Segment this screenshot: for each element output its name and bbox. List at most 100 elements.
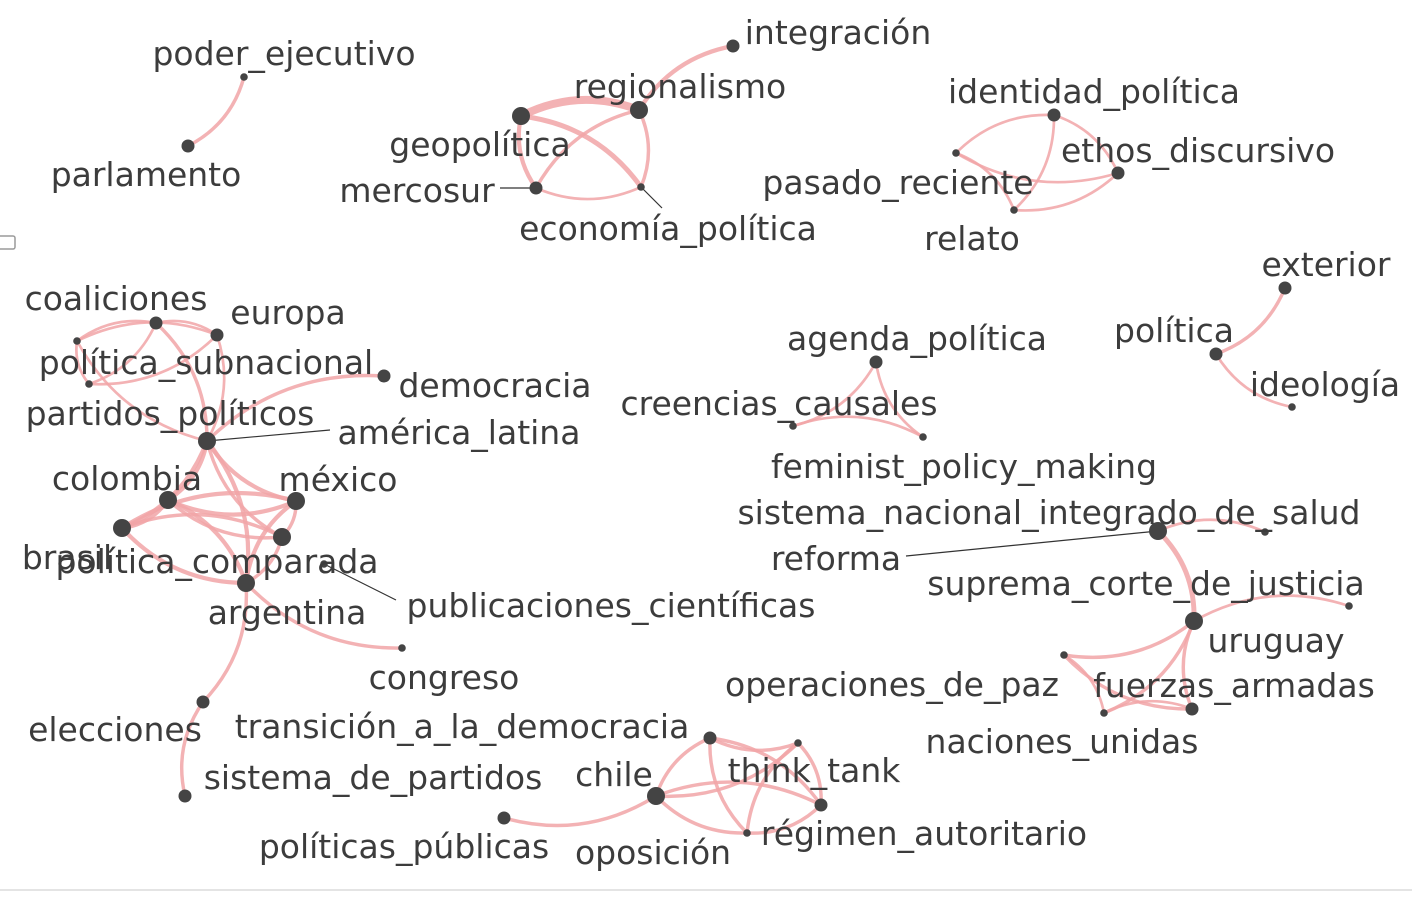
label-agenda_politica[interactable]: agenda_política	[787, 319, 1047, 358]
node-colombia[interactable]	[159, 491, 177, 509]
node-geopolitica[interactable]	[512, 107, 530, 125]
label-congreso[interactable]: congreso	[369, 658, 520, 697]
label-chile[interactable]: chile	[575, 755, 653, 794]
node-democracia[interactable]	[377, 369, 391, 383]
label-coaliciones[interactable]: coaliciones	[25, 279, 208, 318]
label-pasado_reciente[interactable]: pasado_reciente	[762, 163, 1033, 202]
node-agenda_politica[interactable]	[869, 355, 883, 369]
node-ideologia[interactable]	[1288, 403, 1296, 411]
label-reforma[interactable]: reforma	[771, 539, 901, 578]
node-mercosur[interactable]	[529, 181, 543, 195]
label-creencias_causales[interactable]: creencias_causales	[620, 384, 937, 423]
label-europa[interactable]: europa	[230, 293, 345, 332]
label-sistema_nacional_integrado_de_salud[interactable]: sistema_nacional_integrado_de_salud	[737, 493, 1360, 532]
node-europa[interactable]	[210, 328, 224, 342]
label-identidad_politica[interactable]: identidad_política	[948, 72, 1240, 111]
node-coaliciones[interactable]	[73, 337, 81, 345]
label-fuerzas_armadas[interactable]: fuerzas_armadas	[1093, 666, 1375, 705]
node-suprema_corte_de_justicia[interactable]	[1345, 602, 1353, 610]
label-integracion[interactable]: integración	[745, 13, 931, 52]
node-mexico[interactable]	[287, 492, 305, 510]
label-partidos_politicos[interactable]: partidos_políticos	[26, 394, 315, 433]
node-sistema_nacional_integrado_de_salud[interactable]	[1261, 528, 1269, 536]
label-politicas_publicas[interactable]: políticas_públicas	[259, 827, 549, 866]
node-economia_politica[interactable]	[637, 183, 645, 191]
label-democracia[interactable]: democracia	[398, 366, 591, 405]
label-argentina[interactable]: argentina	[208, 593, 367, 632]
node-politica[interactable]	[1209, 347, 1223, 361]
node-relato[interactable]	[1010, 206, 1018, 214]
node-congreso[interactable]	[398, 644, 406, 652]
label-oposicion[interactable]: oposición	[575, 833, 731, 872]
label-publicaciones_cientificas[interactable]: publicaciones_científicas	[407, 586, 816, 625]
label-politica[interactable]: política	[1114, 311, 1234, 350]
node-feminist_policy_making[interactable]	[919, 433, 927, 441]
label-naciones_unidas[interactable]: naciones_unidas	[926, 722, 1199, 761]
node-america_latina[interactable]	[198, 432, 216, 450]
node-fuerzas_armadas[interactable]	[1185, 702, 1199, 716]
edge-mercosur-economia_politica	[534, 185, 643, 201]
node-oposicion[interactable]	[743, 829, 751, 837]
node-uruguay[interactable]	[1185, 612, 1203, 630]
node-regionalismo[interactable]	[630, 101, 648, 119]
label-politica_comparada[interactable]: política_comparada	[55, 542, 378, 581]
label-politica_subnacional[interactable]: política_subnacional	[39, 343, 373, 382]
node-brasil[interactable]	[113, 519, 131, 537]
node-partidos_politicos[interactable]	[149, 316, 163, 330]
label-transicion_a_la_democracia[interactable]: transición_a_la_democracia	[235, 707, 690, 746]
label-think_tank[interactable]: think_tank	[728, 751, 902, 790]
label-suprema_corte_de_justicia[interactable]: suprema_corte_de_justicia	[927, 564, 1364, 603]
node-elecciones[interactable]	[196, 695, 210, 709]
edge-poder_ejecutivo-parlamento	[186, 75, 246, 148]
node-chile[interactable]	[647, 787, 665, 805]
node-transicion_a_la_democracia[interactable]	[703, 731, 717, 745]
label-ideologia[interactable]: ideología	[1250, 365, 1400, 404]
edge-europa-politica_subnacional	[87, 333, 219, 386]
label-mexico[interactable]: méxico	[279, 460, 398, 499]
node-pasado_reciente[interactable]	[952, 149, 960, 157]
label-elecciones[interactable]: elecciones	[28, 710, 202, 749]
node-regimen_autoritario[interactable]	[814, 798, 828, 812]
label-relato[interactable]: relato	[924, 219, 1020, 258]
node-politica_comparada[interactable]	[273, 528, 291, 546]
label-regionalismo[interactable]: regionalismo	[574, 67, 786, 106]
label-mercosur[interactable]: mercosur	[339, 171, 495, 210]
node-integracion[interactable]	[726, 39, 740, 53]
node-think_tank[interactable]	[794, 739, 802, 747]
label-ethos_discursivo[interactable]: ethos_discursivo	[1061, 131, 1335, 170]
node-naciones_unidas[interactable]	[1100, 709, 1108, 717]
node-creencias_causales[interactable]	[789, 422, 797, 430]
label-parlamento[interactable]: parlamento	[51, 155, 242, 194]
edge-identidad_politica-relato	[1012, 113, 1056, 212]
label-operaciones_de_paz[interactable]: operaciones_de_paz	[725, 665, 1059, 704]
node-politicas_publicas[interactable]	[497, 811, 511, 825]
node-poder_ejecutivo[interactable]	[240, 73, 248, 81]
label-sistema_de_partidos[interactable]: sistema_de_partidos	[204, 758, 543, 797]
label-regimen_autoritario[interactable]: régimen_autoritario	[761, 814, 1087, 853]
node-sistema_de_partidos[interactable]	[178, 789, 192, 803]
node-identidad_politica[interactable]	[1047, 108, 1061, 122]
label-feminist_policy_making[interactable]: feminist_policy_making	[771, 447, 1157, 486]
node-publicaciones_cientificas[interactable]	[320, 560, 328, 568]
node-reforma[interactable]	[1149, 522, 1167, 540]
panel-toggle[interactable]	[0, 235, 16, 250]
node-exterior[interactable]	[1278, 281, 1292, 295]
label-exterior[interactable]: exterior	[1262, 245, 1391, 284]
edge-think_tank-oposicion	[745, 741, 800, 835]
label-poder_ejecutivo[interactable]: poder_ejecutivo	[152, 34, 415, 73]
label-economia_politica[interactable]: economía_política	[519, 209, 817, 248]
label-uruguay[interactable]: uruguay	[1207, 621, 1344, 660]
label-brasil[interactable]: brasil	[22, 538, 112, 577]
leader-economia_politica	[640, 186, 663, 209]
label-colombia[interactable]: colombia	[52, 459, 202, 498]
node-politica_subnacional[interactable]	[85, 380, 93, 388]
node-ethos_discursivo[interactable]	[1111, 166, 1125, 180]
node-argentina[interactable]	[237, 574, 255, 592]
label-geopolitica[interactable]: geopolítica	[389, 125, 570, 164]
node-parlamento[interactable]	[181, 139, 195, 153]
node-operaciones_de_paz[interactable]	[1060, 651, 1068, 659]
edge-brasil-politica_comparada	[120, 512, 284, 539]
edge-coaliciones-politica_subnacional	[75, 339, 91, 386]
label-america_latina[interactable]: américa_latina	[338, 413, 581, 452]
